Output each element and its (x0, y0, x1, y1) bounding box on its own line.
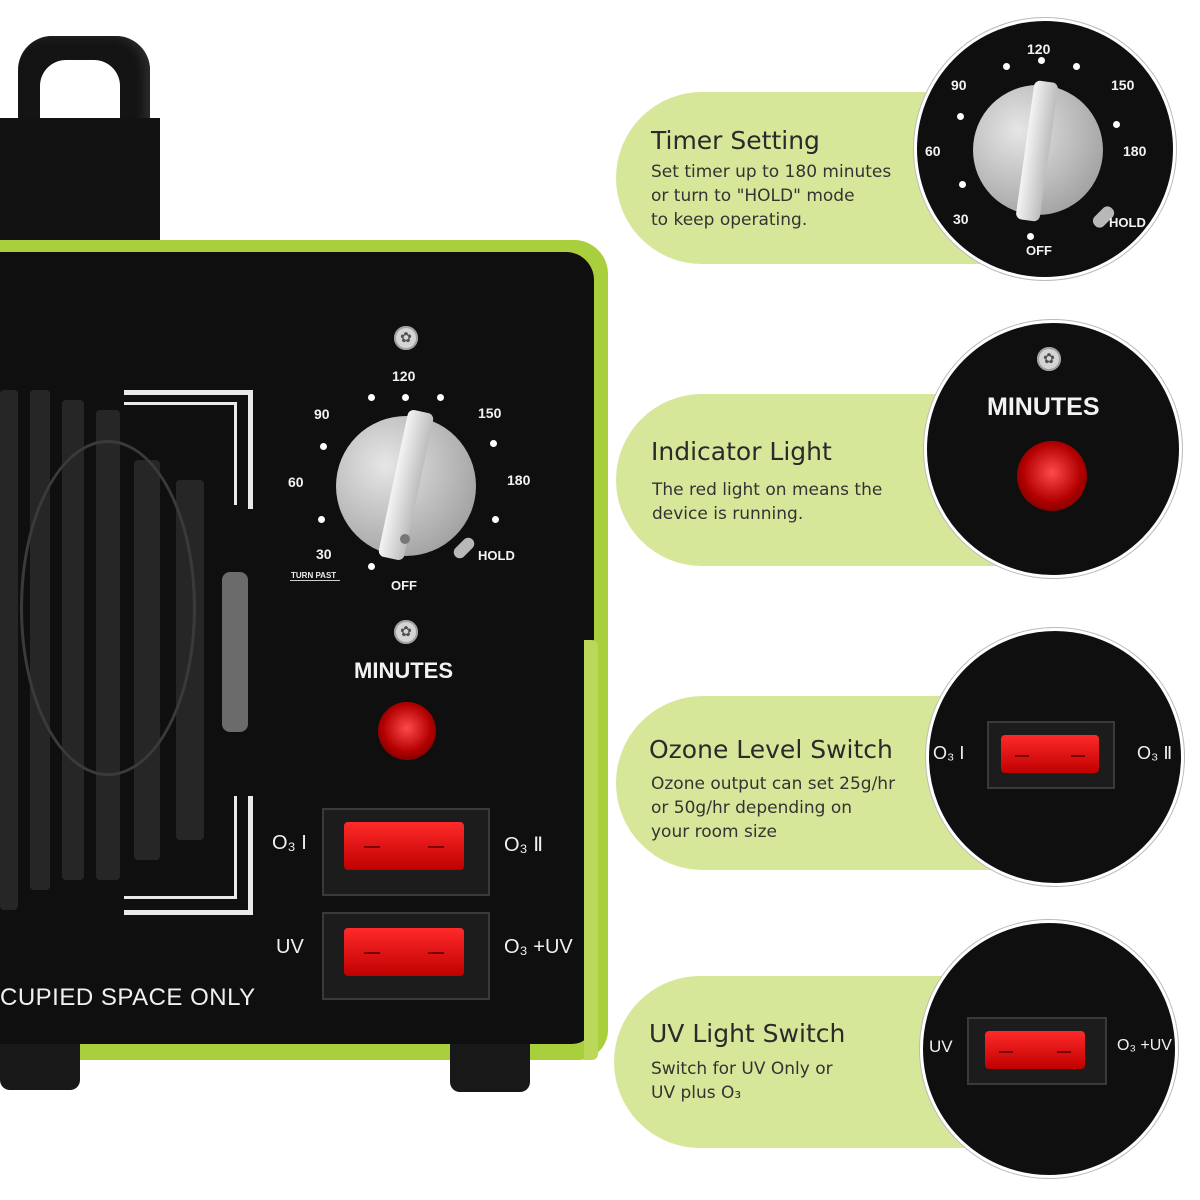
dial-dot (437, 394, 444, 401)
zoom-circle-ozone: O₃ I O₃ Ⅱ (926, 628, 1184, 886)
dial-dot (490, 440, 497, 447)
dial-dot (320, 443, 327, 450)
indicator-light (378, 702, 436, 760)
dial-dot (368, 563, 375, 570)
callout-description-line: The red light on means the (652, 480, 883, 500)
zoom-label-30: 30 (953, 211, 969, 227)
dial-label-60: 60 (288, 474, 304, 490)
dial-label-120: 120 (392, 368, 416, 384)
dial-label-90: 90 (314, 406, 330, 422)
zoom-ozone-switch (1001, 735, 1099, 773)
callout-description-line: Switch for UV Only or (651, 1059, 833, 1079)
callout-description-line: or 50g/hr depending on (651, 798, 853, 818)
rocker-mark (428, 952, 444, 954)
dial-dot (1003, 63, 1010, 70)
bracket-top (124, 390, 253, 509)
screw-icon: ✿ (394, 326, 418, 350)
screw-icon: ✿ (1037, 347, 1061, 371)
screw-icon: ✿ (394, 620, 418, 644)
dial-label-hold: HOLD (478, 548, 515, 563)
zoom-label-120: 120 (1027, 41, 1051, 57)
bracket-bottom-inner (124, 796, 237, 899)
zoom-label-hold: HOLD (1109, 215, 1146, 230)
dial-dot (318, 516, 325, 523)
callout-title: Ozone Level Switch (649, 735, 893, 764)
zoom-uv-left-label: UV (929, 1037, 953, 1056)
zoom-label-60: 60 (925, 143, 941, 159)
dial-dot (1027, 233, 1034, 240)
zoom-circle-timer: 120 150 180 HOLD OFF 30 60 90 (914, 18, 1176, 280)
zoom-circle-indicator: ✿ MINUTES (924, 320, 1182, 578)
bracket-bottom (124, 796, 253, 915)
zoom-minutes-label: MINUTES (987, 393, 1100, 421)
callout-description-line: your room size (651, 822, 777, 842)
dial-dot (492, 516, 499, 523)
uv-switch-right-label: O₃ +UV (504, 936, 573, 958)
device-foot-left (0, 1044, 80, 1090)
callout-description: The red light on means the device is run… (652, 478, 882, 526)
dial-dot (368, 394, 375, 401)
grille-slot (0, 390, 18, 910)
dial-label-150: 150 (478, 405, 502, 421)
rocker-mark (428, 846, 444, 848)
ozone-switch-right-label: O₃ Ⅱ (504, 834, 544, 856)
zoom-label-90: 90 (951, 77, 967, 93)
zoom-uv-right-label: O₃ +UV (1117, 1037, 1172, 1054)
zoom-ozone-right-label: O₃ Ⅱ (1137, 743, 1173, 763)
callout-description-line: to keep operating. (651, 210, 808, 230)
fan-blade-outline (20, 440, 196, 776)
callout-description-line: Set timer up to 180 minutes (651, 162, 892, 182)
rocker-mark (1057, 1051, 1071, 1053)
dial-label-30: 30 (316, 546, 332, 562)
dial-dot (959, 181, 966, 188)
zoom-label-150: 150 (1111, 77, 1135, 93)
zoom-label-off: OFF (1026, 243, 1052, 258)
dial-dot (402, 394, 409, 401)
dial-label-off: OFF (391, 578, 417, 593)
dial-dot (1113, 121, 1120, 128)
minutes-label: MINUTES (354, 658, 453, 683)
dial-dot (1038, 57, 1045, 64)
rocker-mark (364, 952, 380, 954)
callout-description-line: UV plus O₃ (651, 1083, 742, 1103)
callout-description-line: or turn to "HOLD" mode (651, 186, 855, 206)
callout-description-line: Ozone output can set 25g/hr (651, 774, 896, 794)
callout-description-line: device is running. (652, 504, 804, 524)
turn-past-underline (290, 580, 340, 581)
callout-description: Set timer up to 180 minutes or turn to "… (651, 160, 891, 232)
callout-title: Timer Setting (651, 126, 820, 155)
housing-edge (584, 640, 598, 1060)
callout-description: Switch for UV Only or UV plus O₃ (651, 1057, 833, 1105)
zoom-ozone-left-label: O₃ I (933, 743, 965, 763)
callout-title: Indicator Light (651, 437, 832, 466)
zoom-label-180: 180 (1123, 143, 1147, 159)
callout-description: Ozone output can set 25g/hr or 50g/hr de… (651, 772, 895, 844)
uv-switch-left-label: UV (276, 936, 304, 958)
dial-dot (957, 113, 964, 120)
rocker-mark (999, 1051, 1013, 1053)
dial-dot (1073, 63, 1080, 70)
uv-light-switch[interactable] (344, 928, 464, 976)
grille-side-slot (222, 572, 248, 732)
turn-past-label: TURN PAST (291, 571, 337, 580)
dial-label-180: 180 (507, 472, 531, 488)
warning-text: CUPIED SPACE ONLY (0, 984, 256, 1011)
rocker-mark (364, 846, 380, 848)
ozone-switch-left-label: O₃ I (272, 832, 307, 854)
zoom-circle-uv: UV O₃ +UV (920, 920, 1178, 1178)
ozone-level-switch[interactable] (344, 822, 464, 870)
callout-title: UV Light Switch (649, 1019, 846, 1048)
handle-base (0, 118, 160, 258)
device-foot-right (450, 1044, 530, 1092)
pointer-mark (400, 534, 410, 544)
rocker-mark (1015, 755, 1029, 757)
zoom-indicator-light (1017, 441, 1087, 511)
rocker-mark (1071, 755, 1085, 757)
zoom-uv-switch (985, 1031, 1085, 1069)
bracket-top-inner (124, 402, 237, 505)
